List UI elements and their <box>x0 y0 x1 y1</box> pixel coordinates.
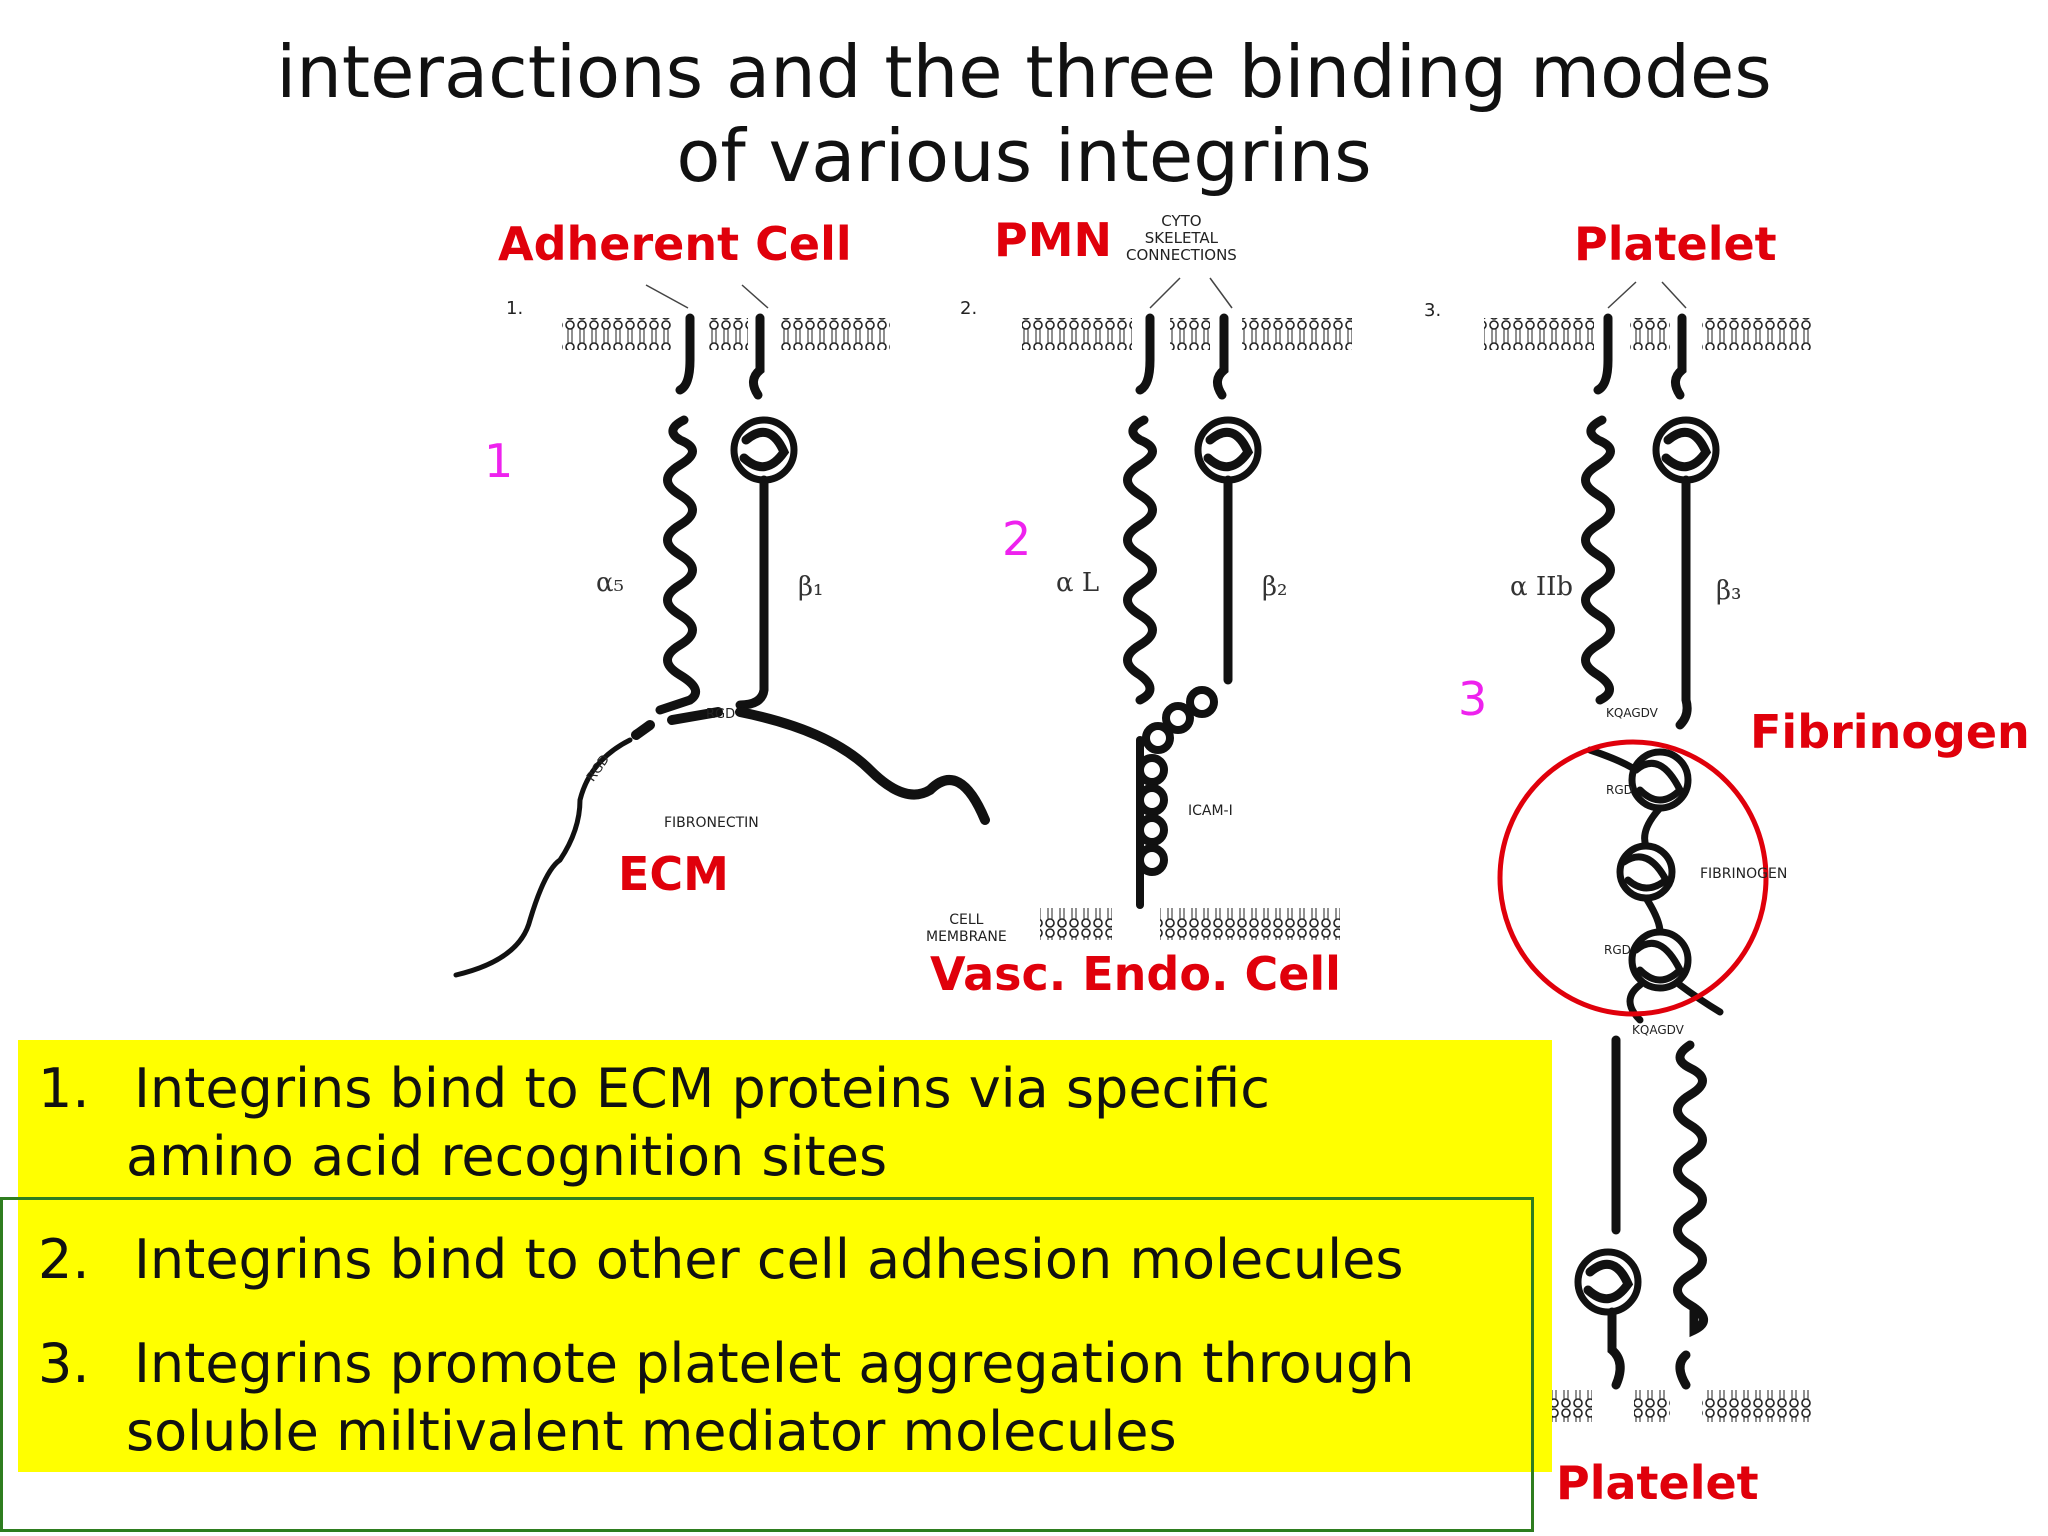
alphaL-chain <box>1123 313 1157 705</box>
cyto-label: CYTO SKELETAL CONNECTIONS <box>1126 213 1237 264</box>
cyto-line-3: CONNECTIONS <box>1126 246 1237 264</box>
point-1-number: 1. <box>38 1057 90 1120</box>
alpha5-chain <box>655 313 701 715</box>
icam1-chain <box>1136 686 1218 909</box>
cyto-line-1: CYTO <box>1161 212 1202 230</box>
beta3-label: β₃ <box>1716 576 1742 606</box>
adherent-cell-label: Adherent Cell <box>498 217 852 271</box>
beta1-chain <box>730 313 798 710</box>
points-highlight-box <box>18 1040 1552 1472</box>
beta2-label: β₂ <box>1262 572 1288 602</box>
fibrinogen-caps-label: FIBRINOGEN <box>1700 866 1788 882</box>
kqagdv-label-bottom: KQAGDV <box>1632 1023 1684 1037</box>
vasc-endo-cell-label: Vasc. Endo. Cell <box>930 947 1341 1001</box>
rgd-label-4: RGD <box>1604 943 1631 957</box>
fibrinogen-label: Fibrinogen <box>1750 705 2030 759</box>
fibrinogen-molecule <box>1586 746 1724 1024</box>
platelet-top-label: Platelet <box>1574 217 1777 271</box>
panel-number-3: 3. <box>1424 300 1442 321</box>
membrane-vasc-endo <box>1040 908 1340 940</box>
alphaIIb-label: α IIb <box>1510 572 1574 602</box>
panel-number-2: 2. <box>960 298 978 319</box>
point-2-line-1: Integrins bind to other cell adhesion mo… <box>134 1228 1404 1291</box>
platelet-bottom-label: Platelet <box>1556 1456 1759 1510</box>
pmn-label: PMN <box>994 213 1112 267</box>
membrane-panel-2 <box>1022 318 1352 350</box>
ecm-label: ECM <box>618 847 729 901</box>
panel-number-1: 1. <box>506 298 524 319</box>
point-3-number: 3. <box>38 1332 90 1395</box>
rgd-label-1: RGD <box>706 707 736 722</box>
alphaL-label: α L <box>1056 568 1100 598</box>
point-1-line-2: amino acid recognition sites <box>126 1125 888 1188</box>
mode-number-2: 2 <box>1002 512 1032 566</box>
membrane-panel-1 <box>562 318 890 350</box>
alpha5-label: α₅ <box>596 568 624 598</box>
cyto-line-2: SKELETAL <box>1144 229 1219 247</box>
cell-membrane-label: CELL MEMBRANE <box>926 912 1007 946</box>
membrane-panel-3 <box>1484 318 1812 350</box>
bottom-platelet-integrin <box>1574 1035 1708 1390</box>
rgd-label-3: RGD <box>1606 783 1633 797</box>
cell-membrane-line-1: CELL <box>949 912 984 928</box>
fibrinogen-highlight-circle <box>1497 739 1769 1017</box>
page-title: interactions and the three binding modes… <box>0 30 2048 198</box>
alphaIIb-chain <box>1581 313 1615 705</box>
beta2-chain <box>1194 313 1262 685</box>
fibronectin-label: FIBRONECTIN <box>664 815 759 831</box>
fibronectin-strand <box>453 707 990 978</box>
beta1-label: β₁ <box>798 572 824 602</box>
cyto-lines <box>645 277 1687 309</box>
points-green-border <box>0 1197 1534 1532</box>
membrane-platelet-bottom <box>1552 1390 1812 1422</box>
point-2-number: 2. <box>38 1228 90 1291</box>
point-1-line-1: Integrins bind to ECM proteins via speci… <box>134 1057 1270 1120</box>
cell-membrane-line-2: MEMBRANE <box>926 929 1007 945</box>
kqagdv-label-top: KQAGDV <box>1606 706 1658 720</box>
mode-number-1: 1 <box>484 434 514 488</box>
icam-label: ICAM-I <box>1188 803 1233 819</box>
point-3-line-1: Integrins promote platelet aggregation t… <box>134 1332 1415 1395</box>
title-line-2: of various integrins <box>676 114 1372 198</box>
mode-number-3: 3 <box>1458 672 1488 726</box>
title-line-1: interactions and the three binding modes <box>276 30 1772 114</box>
beta3-chain <box>1652 313 1720 730</box>
point-3-line-2: soluble miltivalent mediator molecules <box>126 1400 1177 1463</box>
